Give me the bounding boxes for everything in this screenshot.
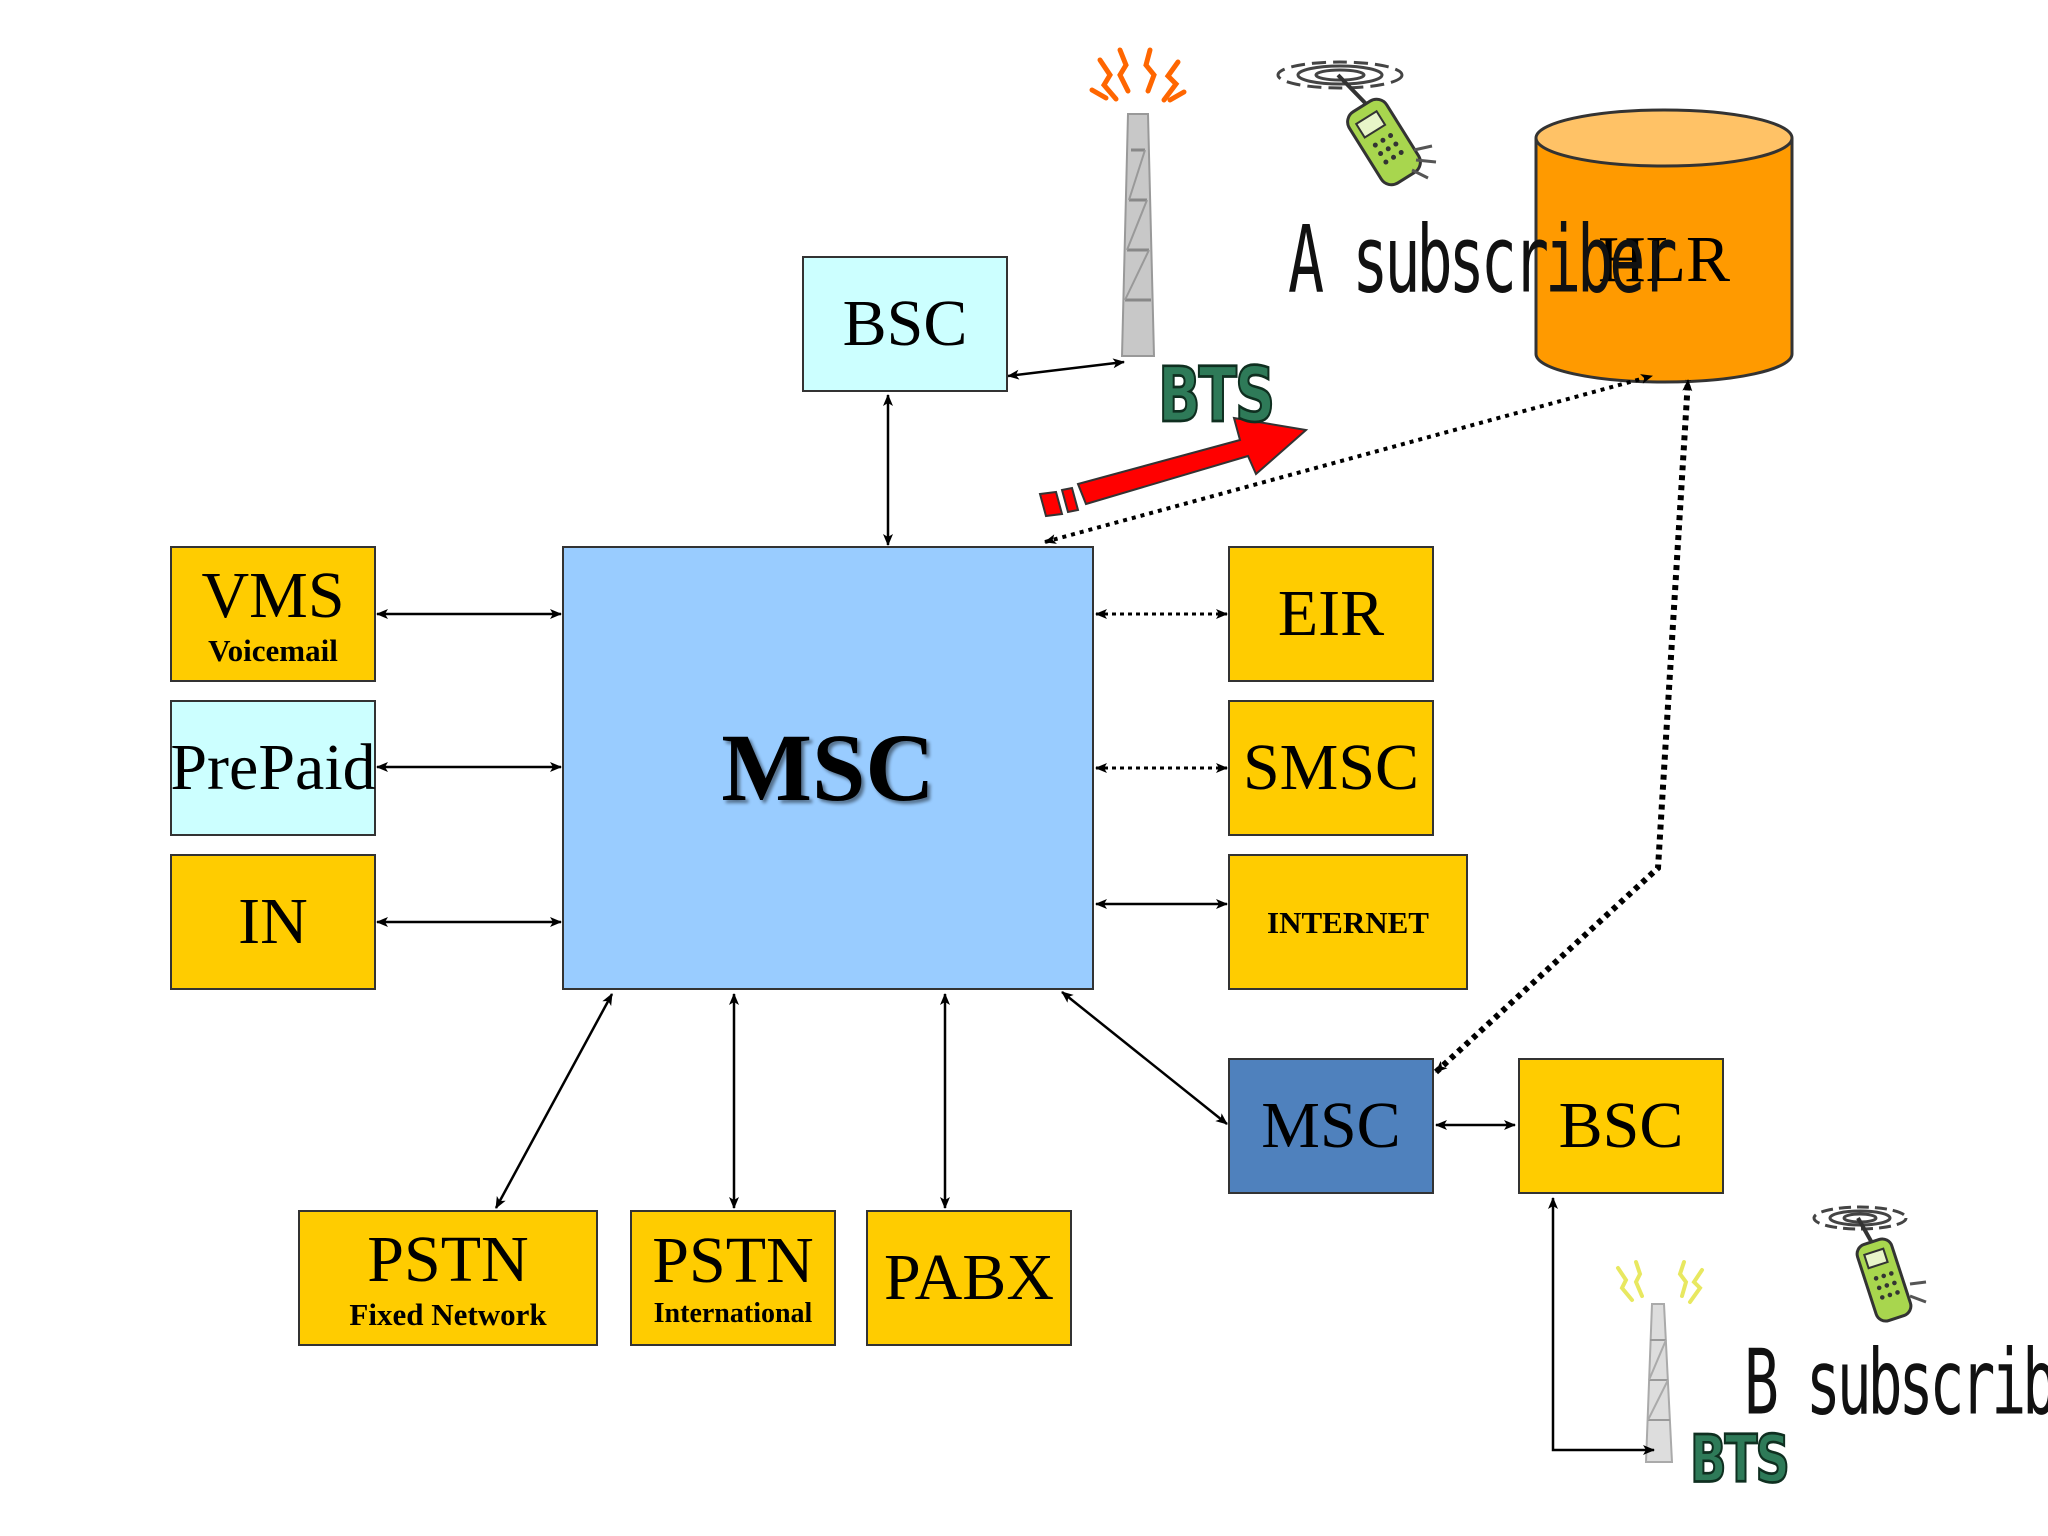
node-label: PSTN xyxy=(367,1222,529,1296)
node-label: PABX xyxy=(884,1241,1054,1314)
node-label: BSC xyxy=(842,287,968,360)
internet-node: INTERNET xyxy=(1228,854,1468,990)
node-label: PSTN xyxy=(652,1224,814,1297)
vms-node: VMS Voicemail xyxy=(170,546,376,682)
node-sublabel: Fixed Network xyxy=(349,1296,547,1332)
connector-bscb-bts xyxy=(1548,1197,1655,1455)
msc-main-node: MSC xyxy=(562,546,1094,990)
connector-msc-mscb xyxy=(1061,991,1228,1125)
pstn-fixed-node: PSTN Fixed Network xyxy=(298,1210,598,1346)
bts-bottom-label: BTS xyxy=(1689,1421,1791,1499)
bsc-node-top: BSC xyxy=(802,256,1008,392)
eir-node: EIR xyxy=(1228,546,1434,682)
msc-b-node: MSC xyxy=(1228,1058,1434,1194)
b-subscriber-caption: B subscriber xyxy=(1744,1330,2048,1436)
node-label: INTERNET xyxy=(1267,904,1429,940)
prepaid-node: PrePaid xyxy=(170,700,376,836)
mobile-phone-icon xyxy=(1812,1205,1927,1323)
mobile-phone-icon xyxy=(1276,60,1437,187)
smsc-node: SMSC xyxy=(1228,700,1434,836)
bsc-b-node: BSC xyxy=(1518,1058,1724,1194)
connector-bsc-bts xyxy=(1007,358,1125,380)
node-sublabel: International xyxy=(653,1298,813,1329)
bts-top-label: BTS xyxy=(1157,351,1276,441)
node-label: PrePaid xyxy=(170,731,376,804)
node-label: BSC xyxy=(1558,1089,1684,1162)
node-label: SMSC xyxy=(1242,731,1420,804)
node-label: MSC xyxy=(721,714,935,821)
cell-tower-icon xyxy=(1089,47,1187,357)
node-label: EIR xyxy=(1277,577,1385,650)
pabx-node: PABX xyxy=(866,1210,1072,1346)
connector-msc-hlr xyxy=(1044,374,1653,544)
node-label: IN xyxy=(238,885,308,958)
hlr-label: HLR xyxy=(1598,223,1730,296)
node-sublabel: Voicemail xyxy=(208,632,338,668)
a-subscriber-caption: A subscriber xyxy=(1288,206,1677,315)
connector-mscb-hlr xyxy=(1433,379,1693,1075)
node-label: MSC xyxy=(1261,1089,1401,1162)
connector-msc-pstn-fixed xyxy=(494,993,614,1209)
pstn-intl-node: PSTN International xyxy=(630,1210,836,1346)
in-node: IN xyxy=(170,854,376,990)
node-label: VMS xyxy=(201,558,345,632)
